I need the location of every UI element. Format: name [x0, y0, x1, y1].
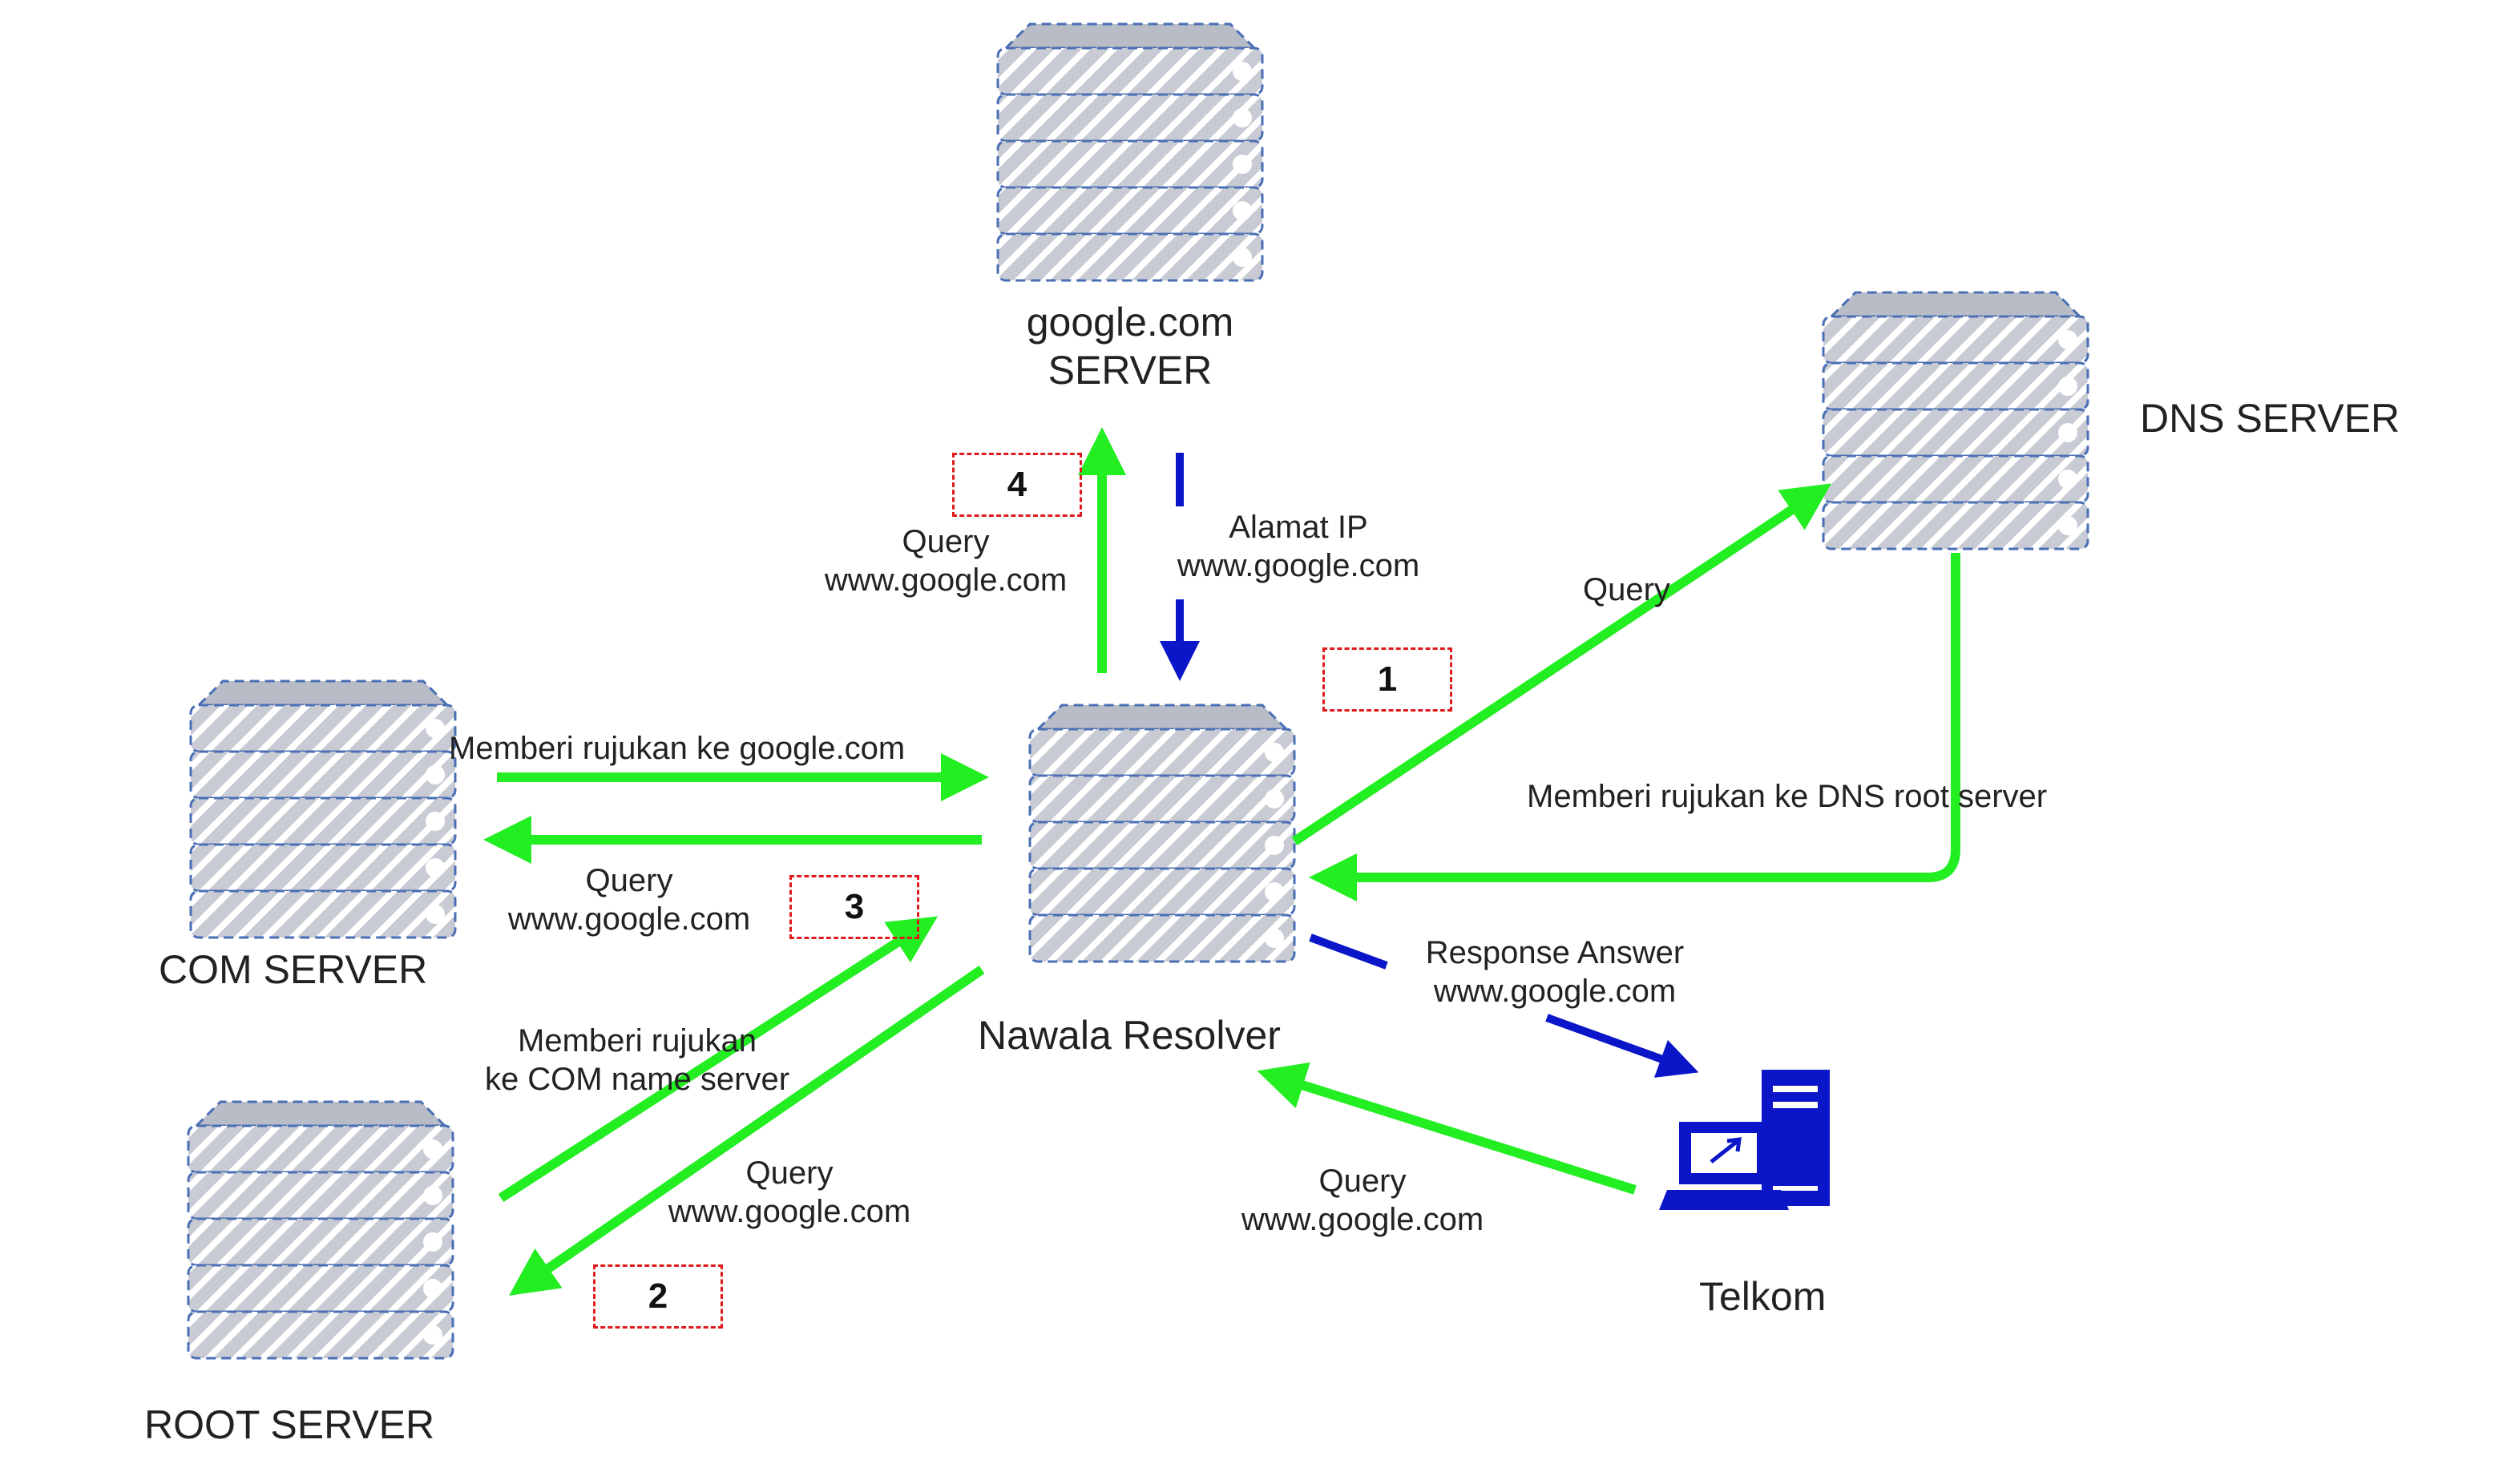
query-root-label-line1: Query: [745, 1155, 834, 1191]
client-label: Telkom: [1699, 1274, 1827, 1319]
response-answer-label-line1: Response Answer: [1425, 935, 1685, 970]
arrow-response-part1: [1309, 934, 1388, 970]
query-com-label-line1: Query: [585, 863, 673, 898]
rujukan-google-label: Memberi rujukan ke google.com: [449, 731, 906, 766]
rujukan-com-label-line1: Memberi rujukan: [518, 1023, 757, 1059]
computer-icon: [1659, 1070, 1830, 1210]
rujukan-com-label-line2: ke COM name server: [484, 1062, 790, 1097]
alamat-ip-label: Alamat IP www.google.com: [1142, 508, 1455, 585]
arrow-dns-referral: [1309, 553, 1960, 901]
resolver-server-icon: [1028, 704, 1296, 963]
root-server-icon: [187, 1100, 454, 1360]
arrow-client-query: [1257, 1062, 1637, 1195]
alamat-ip-label-line1: Alamat IP: [1229, 510, 1368, 545]
step-badge-2: 2: [593, 1264, 723, 1329]
query-google-label-line1: Query: [902, 524, 990, 559]
query-dns-label: Query: [1583, 572, 1670, 607]
arrow-query-to-dns: [1291, 483, 1831, 845]
google-server-label-line1: google.com: [1026, 300, 1234, 345]
query-com-label-line2: www.google.com: [507, 901, 751, 937]
response-answer-label-line2: www.google.com: [1433, 974, 1677, 1009]
dns-server-label: DNS SERVER: [2140, 396, 2400, 441]
rujukan-dns-label: Memberi rujukan ke DNS root server: [1527, 779, 2048, 814]
query-com-label: Query www.google.com: [473, 861, 785, 938]
query-client-label-line2: www.google.com: [1241, 1202, 1484, 1237]
step-badge-1: 1: [1322, 647, 1452, 712]
arrow-query-to-root: [509, 966, 985, 1296]
root-server-label: ROOT SERVER: [144, 1402, 435, 1447]
flow-arrows: [483, 427, 1960, 1296]
query-google-label-line2: www.google.com: [824, 563, 1068, 598]
google-server-label-line2: SERVER: [1048, 348, 1213, 393]
arrow-root-referral: [498, 916, 939, 1203]
google-server-icon: [996, 22, 1264, 282]
query-client-label-line1: Query: [1318, 1163, 1407, 1199]
query-root-label-line2: www.google.com: [668, 1194, 911, 1229]
answer-arrows: [1160, 453, 1699, 1078]
step-badge-3: 3: [789, 875, 919, 939]
query-google-label: Query www.google.com: [789, 522, 1102, 599]
alamat-ip-label-line2: www.google.com: [1177, 548, 1420, 583]
google-server-label: google.com SERVER: [970, 298, 1290, 394]
resolver-label: Nawala Resolver: [978, 1013, 1281, 1058]
com-server-icon: [189, 679, 457, 939]
com-server-label: COM SERVER: [159, 947, 428, 992]
dns-server-icon: [1822, 291, 2089, 550]
step-badge-4: 4: [952, 453, 1082, 517]
response-answer-label: Response Answer www.google.com: [1395, 934, 1715, 1010]
query-client-label: Query www.google.com: [1206, 1162, 1519, 1239]
query-root-label: Query www.google.com: [633, 1154, 946, 1231]
arrow-response-part2: [1545, 1014, 1699, 1078]
rujukan-com-label: Memberi rujukan ke COM name server: [449, 1022, 826, 1099]
